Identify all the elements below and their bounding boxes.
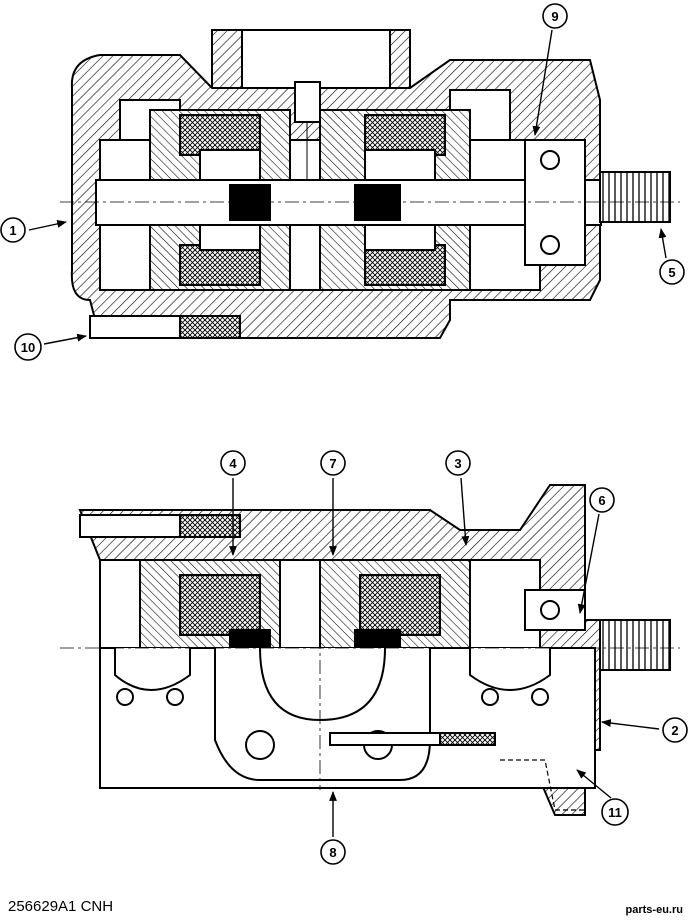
callout-11: 11 [601,798,629,826]
callout-1-label: 1 [9,223,16,238]
callout-1: 1 [0,217,26,243]
callout-2: 2 [662,717,688,743]
callout-6-label: 6 [598,493,605,508]
callout-7: 7 [320,450,346,476]
callout-6: 6 [589,487,615,513]
callout-leaders [28,29,667,837]
callout-11-label: 11 [608,805,622,820]
callout-10-label: 10 [21,340,35,355]
callout-5: 5 [659,259,685,285]
callout-7-label: 7 [329,456,336,471]
callout-8: 8 [320,839,346,865]
callout-4: 4 [220,450,246,476]
watermark: parts-eu.ru [625,904,683,916]
callout-3: 3 [445,450,471,476]
callout-4-label: 4 [229,456,237,471]
callout-3-label: 3 [454,456,461,471]
callout-2-label: 2 [671,723,678,738]
callout-9: 9 [542,3,568,29]
figure-reference: 256629A1 CNH [8,898,114,915]
callout-9-label: 9 [551,9,558,24]
callout-8-label: 8 [329,845,336,860]
top-section-view [60,29,680,339]
callout-10: 10 [14,333,42,361]
callout-5-label: 5 [668,265,675,280]
bottom-section-view [60,484,680,816]
